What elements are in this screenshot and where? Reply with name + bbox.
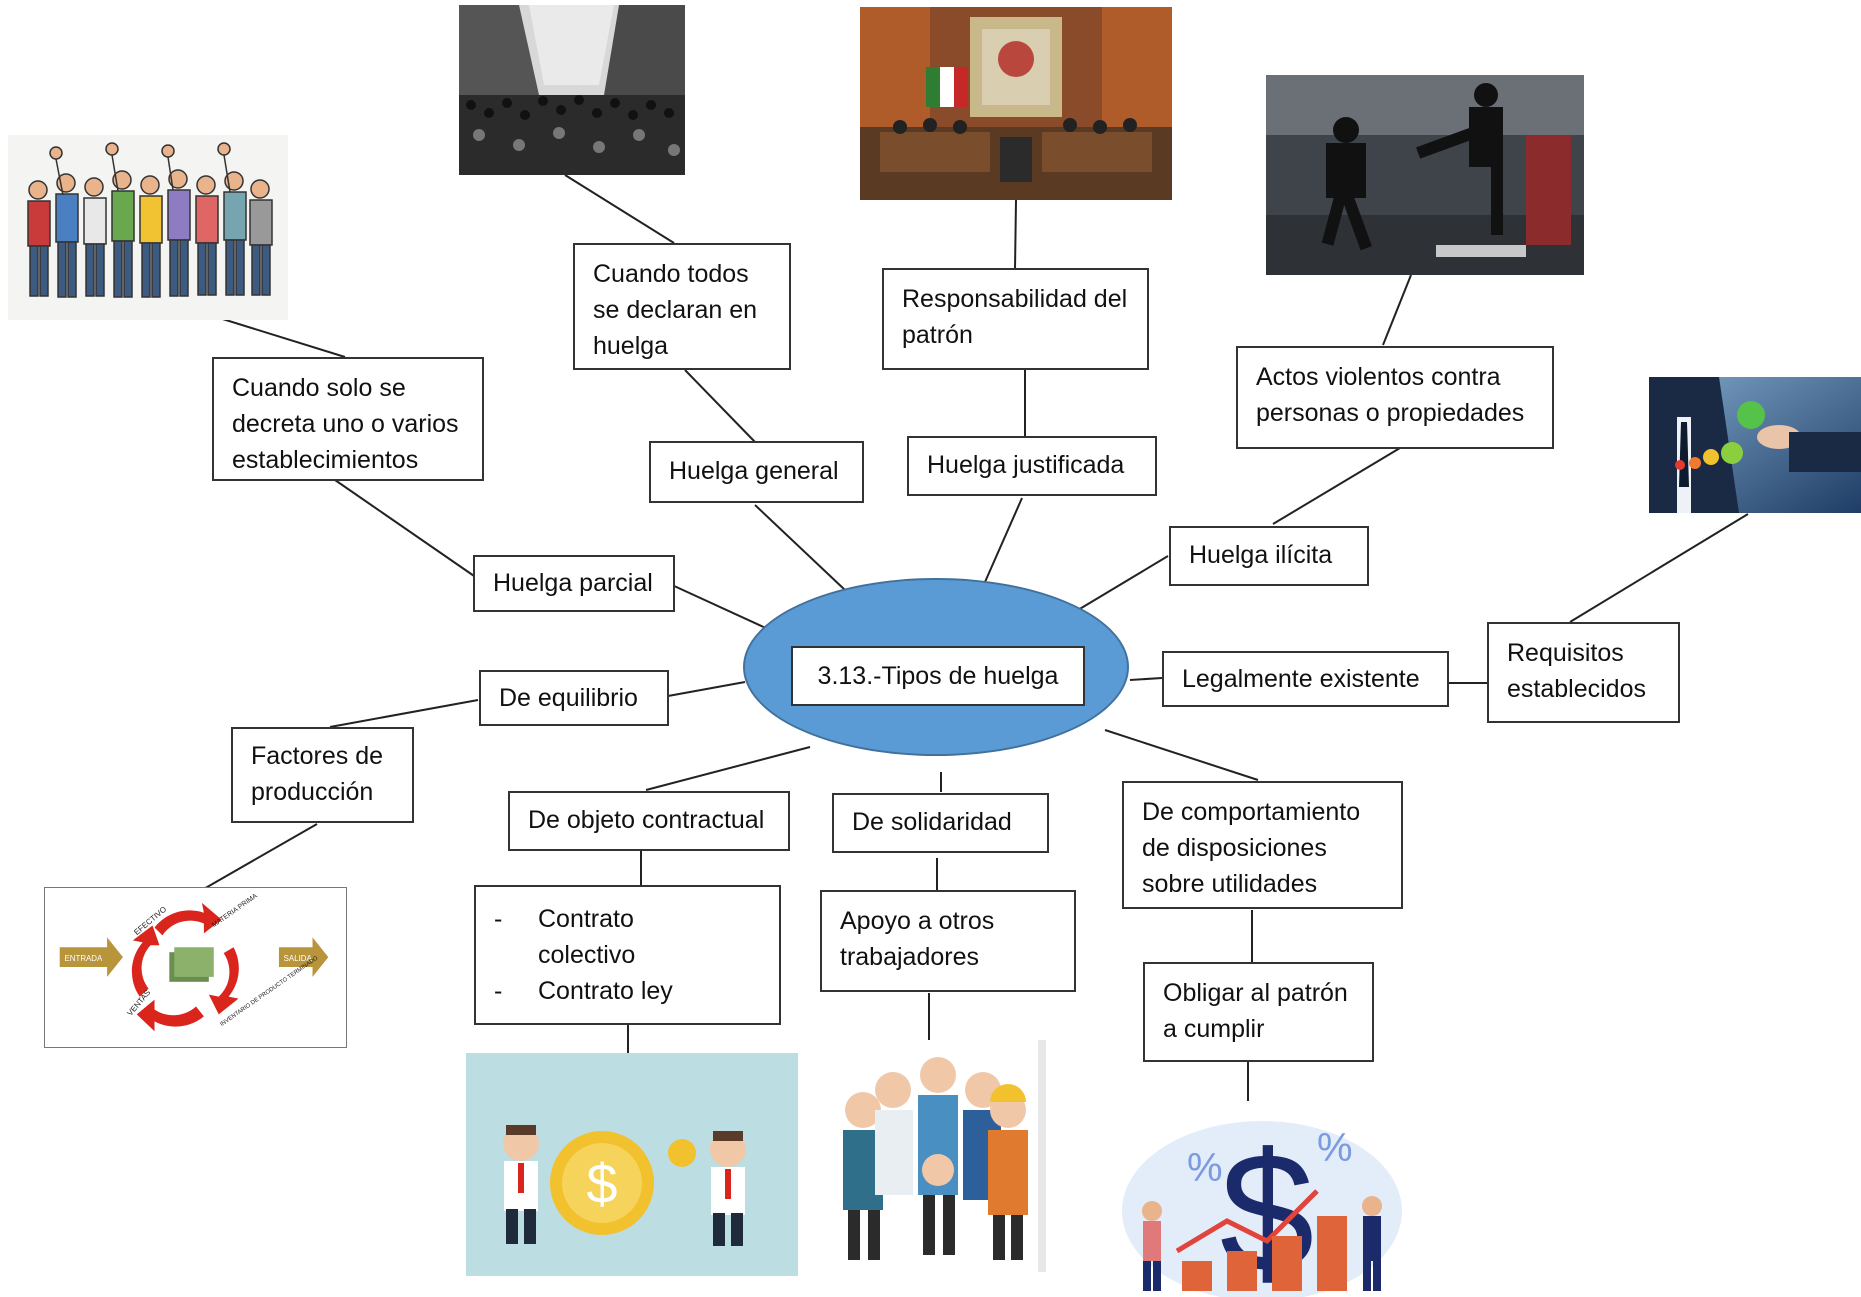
type-de-equilibrio: De equilibrio	[479, 670, 669, 726]
detail-line: Requisitos	[1507, 639, 1624, 667]
detail-line: Cuando todos	[593, 260, 749, 288]
type-huelga-ilicita: Huelga ilícita	[1169, 526, 1369, 586]
detail-line: establecidos	[1507, 675, 1646, 703]
detail-line: se declaran en	[593, 296, 758, 324]
detail-general: Cuando todos se declaran en huelga	[573, 243, 791, 370]
businessmen-coin-illustration: $	[466, 1053, 798, 1276]
contract-item: Contrato ley	[476, 973, 779, 1009]
congress-chamber-photo	[860, 7, 1172, 200]
type-label: De solidaridad	[852, 808, 1012, 836]
detail-line: Apoyo a otros	[840, 907, 995, 935]
type-huelga-general: Huelga general	[649, 441, 864, 503]
type-label: Huelga parcial	[493, 569, 653, 597]
detail-line: colectivo	[538, 941, 636, 969]
production-salida: SALIDA	[284, 954, 313, 963]
contract-list: Contrato colectivo Contrato ley	[476, 901, 779, 1009]
detail-line: a cumplir	[1163, 1015, 1265, 1043]
detail-parcial: Cuando solo se decreta uno o varios esta…	[212, 357, 484, 481]
detail-objeto: Contrato colectivo Contrato ley	[474, 885, 781, 1025]
detail-line: trabajadores	[840, 943, 979, 971]
type-label: Legalmente existente	[1182, 665, 1420, 693]
central-title: 3.13.-Tipos de huelga	[791, 646, 1085, 706]
svg-text:%: %	[1187, 1146, 1223, 1190]
detail-solidaridad: Apoyo a otros trabajadores	[820, 890, 1076, 992]
detail-line: Cuando solo se	[232, 374, 406, 402]
type-de-solidaridad: De solidaridad	[832, 793, 1049, 853]
production-entrada: ENTRADA	[65, 954, 103, 963]
type-label: Huelga justificada	[927, 451, 1125, 479]
detail-comportamiento: Obligar al patrón a cumplir	[1143, 962, 1374, 1062]
type-legalmente-existente: Legalmente existente	[1162, 651, 1449, 707]
detail-line: personas o propiedades	[1256, 399, 1525, 427]
type-de-comportamiento: De comportamiento de disposiciones sobre…	[1122, 781, 1403, 909]
type-label: De objeto contractual	[528, 806, 765, 834]
production-cycle-diagram: ENTRADA SALIDA EFECTIVO MATERIA PRIMA VE…	[44, 887, 347, 1048]
teamwork-illustration	[823, 1040, 1053, 1272]
detail-line: decreta uno o varios	[232, 410, 459, 438]
type-label-line: de disposiciones	[1142, 834, 1327, 862]
profit-growth-illustration: $ % %	[1117, 1101, 1407, 1297]
svg-text:%: %	[1317, 1126, 1353, 1170]
detail-line: Contrato ley	[538, 977, 673, 1005]
historic-crowd-photo	[459, 5, 685, 175]
type-huelga-justificada: Huelga justificada	[907, 436, 1157, 496]
svg-text:$: $	[586, 1152, 617, 1215]
type-label: De equilibrio	[499, 684, 638, 712]
detail-line: Responsabilidad del	[902, 285, 1128, 313]
detail-line: huelga	[593, 332, 669, 360]
type-de-objeto-contractual: De objeto contractual	[508, 791, 790, 851]
detail-equilibrio: Factores de producción	[231, 727, 414, 823]
type-label: Huelga ilícita	[1189, 541, 1333, 569]
detail-legal: Requisitos establecidos	[1487, 622, 1680, 723]
detail-ilicita: Actos violentos contra personas o propie…	[1236, 346, 1554, 449]
contract-item: Contrato colectivo	[476, 901, 779, 973]
satisfaction-rating-photo	[1649, 377, 1861, 513]
protest-crowd-illustration	[8, 135, 288, 320]
detail-line: establecimientos	[232, 446, 419, 474]
detail-line: Contrato	[538, 905, 634, 933]
detail-line: Factores de	[251, 742, 384, 770]
type-label-line: sobre utilidades	[1142, 870, 1318, 898]
type-label: Huelga general	[669, 457, 839, 485]
riot-photo	[1266, 75, 1584, 275]
detail-line: patrón	[902, 321, 973, 349]
detail-line: Obligar al patrón	[1163, 979, 1348, 1007]
detail-line: Actos violentos contra	[1256, 363, 1501, 391]
type-huelga-parcial: Huelga parcial	[473, 555, 675, 612]
type-label-line: De comportamiento	[1142, 798, 1361, 826]
detail-line: producción	[251, 778, 374, 806]
detail-justificada: Responsabilidad del patrón	[882, 268, 1149, 370]
